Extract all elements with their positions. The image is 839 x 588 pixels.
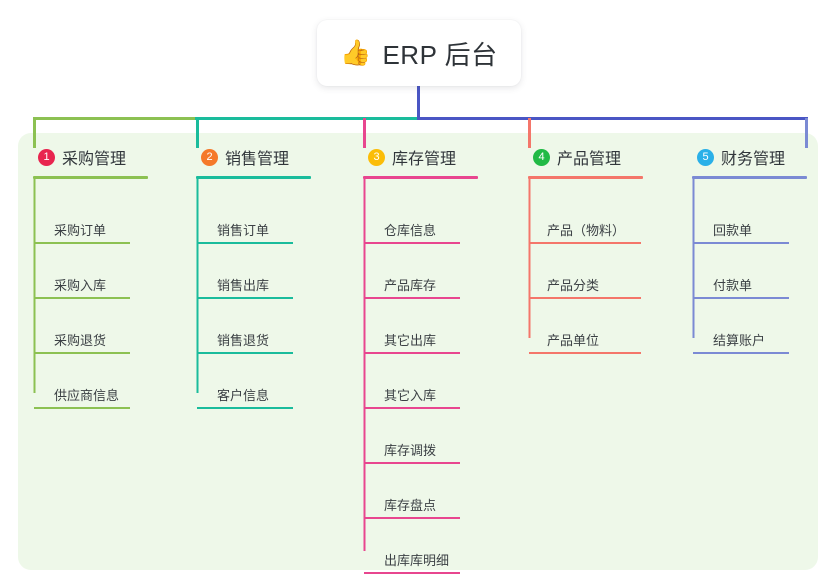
- leaf-underline: [197, 242, 293, 244]
- leaf-node[interactable]: 供应商信息: [34, 354, 130, 409]
- column-header-4[interactable]: 4 产品管理: [528, 145, 643, 169]
- leaf-underline: [34, 407, 130, 409]
- leaf-underline: [364, 462, 460, 464]
- column-items-4: 产品（物料） 产品分类产品单位: [528, 189, 643, 354]
- leaf-label: 采购退货: [54, 333, 107, 348]
- column-title-3: 库存管理: [392, 151, 457, 168]
- column-3: 3 库存管理仓库信息产品库存其它出库其它入库库存调拨库存盘点出库库明细: [363, 145, 478, 574]
- leaf-node[interactable]: 回款单: [693, 189, 789, 244]
- root-title: ERP 后台: [382, 39, 498, 70]
- leaf-label: 销售退货: [217, 333, 270, 348]
- leaf-label: 回款单: [713, 223, 753, 238]
- leaf-underline: [34, 242, 130, 244]
- root-node[interactable]: 👍 ERP 后台: [317, 20, 521, 86]
- leaf-underline: [529, 297, 641, 299]
- leaf-node[interactable]: 付款单: [693, 244, 789, 299]
- column-title-2: 销售管理: [225, 151, 290, 168]
- leaf-label: 结算账户: [713, 333, 766, 348]
- leaf-node[interactable]: 产品（物料）: [529, 189, 641, 244]
- leaf-node[interactable]: 仓库信息: [364, 189, 460, 244]
- leaf-underline: [364, 517, 460, 519]
- column-badge-1: 1: [38, 148, 55, 166]
- leaf-underline: [693, 297, 789, 299]
- leaf-label: 其它入库: [384, 388, 437, 403]
- leaf-node[interactable]: 销售退货: [197, 299, 293, 354]
- leaf-label: 出库库明细: [384, 553, 450, 568]
- leaf-node[interactable]: 库存盘点: [364, 464, 460, 519]
- leaf-node[interactable]: 库存调拨: [364, 409, 460, 464]
- leaf-label: 其它出库: [384, 333, 437, 348]
- leaf-node[interactable]: 采购退货: [34, 299, 130, 354]
- leaf-label: 产品库存: [384, 278, 437, 293]
- leaf-label: 库存调拨: [384, 443, 437, 458]
- leaf-underline: [364, 572, 460, 574]
- column-badge-4: 4: [533, 148, 550, 166]
- leaf-underline: [34, 297, 130, 299]
- column-title-5: 财务管理: [721, 151, 786, 168]
- column-underline-4: [528, 176, 643, 179]
- leaf-node[interactable]: 产品库存: [364, 244, 460, 299]
- column-underline-5: [692, 176, 807, 179]
- leaf-node[interactable]: 出库库明细: [364, 519, 460, 574]
- leaf-label: 采购入库: [54, 278, 107, 293]
- leaf-underline: [693, 352, 789, 354]
- column-underline-1: [33, 176, 148, 179]
- column-items-2: 销售订单销售出库销售退货客户信息: [196, 189, 311, 409]
- thumbs-up-icon: 👍: [340, 38, 372, 67]
- leaf-underline: [197, 407, 293, 409]
- column-underline-2: [196, 176, 311, 179]
- leaf-node[interactable]: 销售订单: [197, 189, 293, 244]
- leaf-label: 采购订单: [54, 223, 107, 238]
- column-header-3[interactable]: 3 库存管理: [363, 145, 478, 169]
- leaf-underline: [529, 242, 641, 244]
- column-items-1: 采购订单采购入库采购退货供应商信息: [33, 189, 148, 409]
- column-header-5[interactable]: 5 财务管理: [692, 145, 807, 169]
- column-badge-2: 2: [201, 148, 218, 166]
- root-node-content: 👍 ERP 后台: [340, 35, 497, 72]
- column-1: 1 采购管理采购订单采购入库采购退货供应商信息: [33, 145, 148, 409]
- leaf-underline: [364, 297, 460, 299]
- leaf-underline: [693, 242, 789, 244]
- column-items-5: 回款单付款单结算账户: [692, 189, 807, 354]
- leaf-label: 产品分类: [547, 278, 600, 293]
- leaf-label: 产品单位: [547, 333, 600, 348]
- branches-panel: [18, 133, 818, 570]
- leaf-underline: [364, 352, 460, 354]
- leaf-node[interactable]: 销售出库: [197, 244, 293, 299]
- leaf-node[interactable]: 结算账户: [693, 299, 789, 354]
- leaf-label: 产品（物料）: [547, 223, 626, 238]
- leaf-label: 库存盘点: [384, 498, 437, 513]
- column-header-2[interactable]: 2 销售管理: [196, 145, 311, 169]
- column-5: 5 财务管理回款单付款单结算账户: [692, 145, 807, 354]
- column-items-3: 仓库信息产品库存其它出库其它入库库存调拨库存盘点出库库明细: [363, 189, 478, 574]
- leaf-label: 仓库信息: [384, 223, 437, 238]
- leaf-underline: [34, 352, 130, 354]
- column-title-1: 采购管理: [62, 151, 127, 168]
- leaf-label: 客户信息: [217, 388, 270, 403]
- column-4: 4 产品管理产品（物料） 产品分类产品单位: [528, 145, 643, 354]
- column-header-1[interactable]: 1 采购管理: [33, 145, 148, 169]
- leaf-label: 销售出库: [217, 278, 270, 293]
- leaf-label: 付款单: [713, 278, 753, 293]
- leaf-node[interactable]: 产品分类: [529, 244, 641, 299]
- leaf-underline: [197, 352, 293, 354]
- column-badge-3: 3: [368, 148, 385, 166]
- leaf-node[interactable]: 产品单位: [529, 299, 641, 354]
- leaf-node[interactable]: 采购入库: [34, 244, 130, 299]
- column-badge-5: 5: [697, 148, 714, 166]
- leaf-node[interactable]: 采购订单: [34, 189, 130, 244]
- leaf-underline: [529, 352, 641, 354]
- column-2: 2 销售管理销售订单销售出库销售退货客户信息: [196, 145, 311, 409]
- leaf-underline: [197, 297, 293, 299]
- leaf-label: 供应商信息: [54, 388, 120, 403]
- leaf-node[interactable]: 其它入库: [364, 354, 460, 409]
- leaf-label: 销售订单: [217, 223, 270, 238]
- column-title-4: 产品管理: [557, 151, 622, 168]
- leaf-node[interactable]: 客户信息: [197, 354, 293, 409]
- leaf-underline: [364, 242, 460, 244]
- leaf-node[interactable]: 其它出库: [364, 299, 460, 354]
- column-underline-3: [363, 176, 478, 179]
- leaf-underline: [364, 407, 460, 409]
